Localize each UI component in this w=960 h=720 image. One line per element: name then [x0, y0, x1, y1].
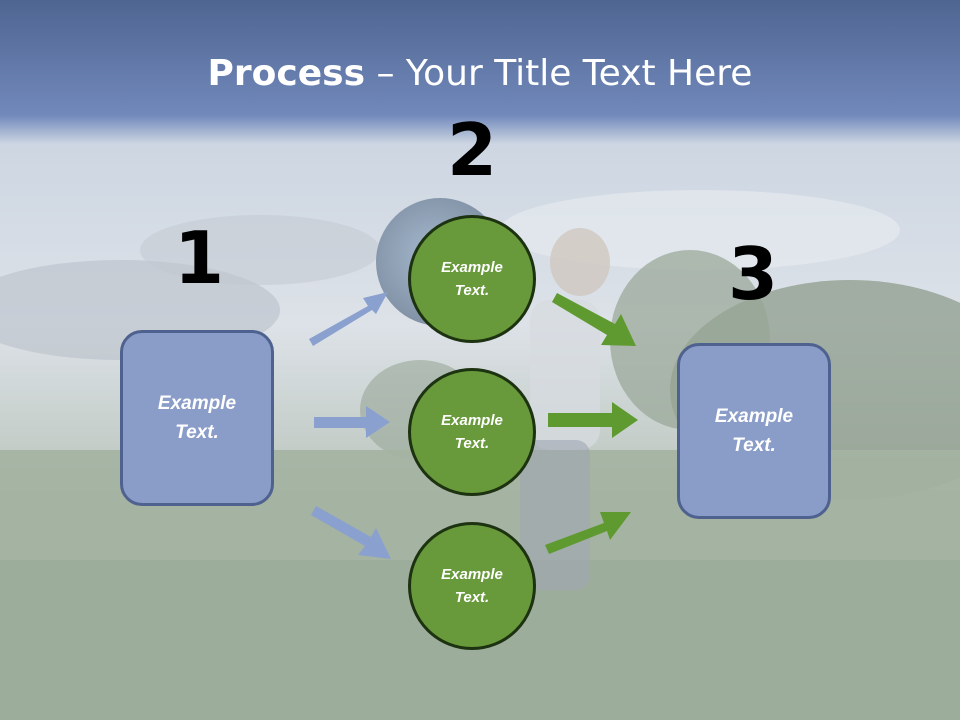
arrow-left-to-middle: [314, 406, 390, 438]
process-circle-top[interactable]: Example Text.: [408, 215, 536, 343]
arrow-middle-to-right: [548, 402, 638, 438]
right-process-box[interactable]: Example Text.: [677, 343, 831, 519]
arrow-top-to-right: [552, 293, 636, 346]
process-circle-bottom[interactable]: Example Text.: [408, 522, 536, 650]
step-number-2: 2: [446, 108, 498, 192]
arrow-left-to-top: [309, 292, 388, 346]
step-number-3: 3: [727, 232, 779, 316]
process-circle-middle[interactable]: Example Text.: [408, 368, 536, 496]
step-number-1: 1: [173, 216, 225, 300]
arrow-bottom-to-right: [545, 512, 631, 554]
title-rest: – Your Title Text Here: [365, 53, 753, 94]
title-bold: Process: [207, 53, 366, 94]
arrow-left-to-bottom: [311, 506, 391, 559]
slide-title: Process – Your Title Text Here: [0, 52, 960, 96]
left-process-box[interactable]: Example Text.: [120, 330, 274, 506]
